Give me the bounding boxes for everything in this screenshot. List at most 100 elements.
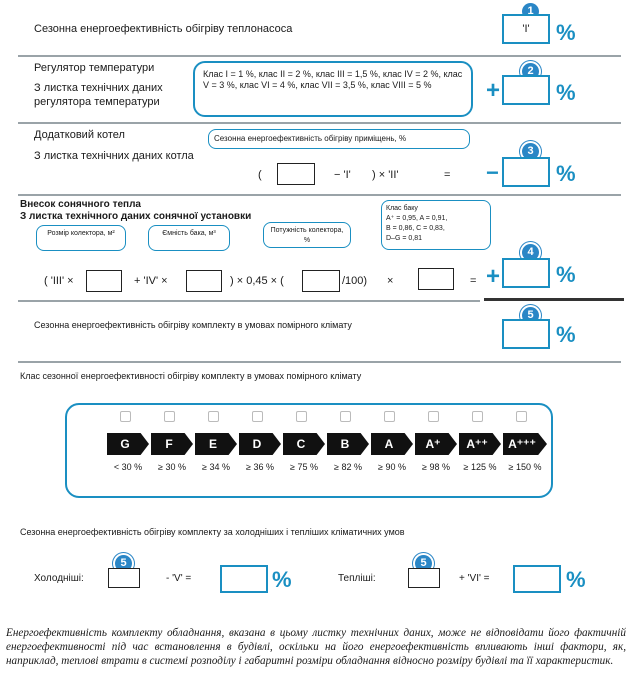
class-threshold-D: ≥ 36 % [246,462,274,472]
percent-sign: % [556,80,576,105]
class-arrow-E: E [195,433,237,455]
class-arrow-B: B [327,433,369,455]
plus-sign: + [486,263,501,290]
colder-label: Холодніші: [34,573,84,584]
class-arrow-G: G [107,433,149,455]
close-times-II: ) × 'II' [372,169,399,181]
separator [18,55,621,57]
class-arrow-D: D [239,433,281,455]
tank-class-title: Клас баку [386,205,418,212]
section2-title: Регулятор температури [34,62,155,74]
percent-sign: % [556,322,576,347]
class-threshold-G: < 30 % [113,462,143,472]
percent-sign: % [556,262,576,287]
class-arrow-A-plus-plus-plus: A⁺⁺⁺ [503,433,547,455]
class-threshold-F: ≥ 30 % [158,462,186,472]
class-arrow-A: A [371,433,413,455]
class-threshold-A-plus-plus: ≥ 125 % [463,462,497,472]
minus-V-equals: - 'V' = [166,573,192,584]
boiler-efficiency-bubble: Сезонна енергоефективність обігріву прим… [208,129,470,149]
formula-start: ( 'III' × [44,275,74,287]
tank-class-bubble: Клас баку A⁺ = 0,95, A = 0,91, B = 0,86,… [381,200,491,250]
warmer-label: Тепліші: [338,573,376,584]
class-checkbox-G[interactable] [120,411,131,422]
class-checkbox-B[interactable] [340,411,351,422]
class-checkbox-A-plus-plus-plus[interactable] [516,411,527,422]
formula-middle: ) × 0,45 × ( [230,275,284,287]
class-scale-title: Клас сезонної енергоефективності обігрів… [20,371,362,381]
collector-output-input[interactable] [302,270,340,292]
badge-5-icon: 5 [415,555,432,572]
class-checkbox-A-plus-plus[interactable] [472,411,483,422]
result-rule [484,298,624,301]
class-checkbox-F[interactable] [164,411,175,422]
formula-equals: = [470,275,477,287]
percent-sign: % [566,567,586,592]
badge-4-icon: 4 [522,244,539,261]
class-arrow-A-plus-plus: A⁺⁺ [459,433,501,455]
tank-class-input[interactable] [418,268,454,290]
class-checkbox-A[interactable] [384,411,395,422]
climate-title: Сезонна енергоефективність обігріву комп… [20,527,405,537]
section5-label: Сезонна енергоефективність обігріву комп… [34,320,352,330]
class-checkbox-A-plus[interactable] [428,411,439,422]
equals-sign: = [444,169,451,181]
badge-5-icon: 5 [115,555,132,572]
class-threshold-E: ≥ 34 % [202,462,230,472]
separator [18,300,480,302]
class-threshold-C: ≥ 75 % [290,462,318,472]
class-scale-frame: G F E D C B A A⁺ A⁺⁺ A⁺⁺⁺ < 30 % ≥ 30 % … [65,403,553,498]
percent-sign: % [556,161,576,186]
warmer-result-box[interactable] [513,565,561,593]
badge-3-icon: 3 [522,143,539,160]
class-arrow-C: C [283,433,325,455]
regulator-classes-bubble: Клас I = 1 %, клас II = 2 %, клас III = … [193,61,473,117]
colder-base-input[interactable] [108,568,140,588]
percent-sign: % [272,567,292,592]
formula-end: /100) [342,275,368,287]
class-checkbox-E[interactable] [208,411,219,422]
colder-result-box[interactable] [220,565,268,593]
formula-times: × [387,275,394,287]
tank-volume-input[interactable] [186,270,222,292]
warmer-base-input[interactable] [408,568,440,588]
separator [18,194,621,196]
package-efficiency-box[interactable] [502,319,550,349]
section1-label: Сезонна енергоефективність обігріву тепл… [34,23,293,35]
tank-volume-bubble: Ємність бака, м³ [148,225,230,251]
section3-title: Додатковий котел [34,129,125,141]
tank-class-line-2: B = 0,86, C = 0,83, [386,225,445,232]
section4-source: З листка технічного даних сонячної устан… [20,211,252,222]
separator [18,361,621,363]
class-threshold-A-plus: ≥ 98 % [422,462,450,472]
collector-size-input[interactable] [86,270,122,292]
formula-plus-IV: + 'IV' × [134,275,168,287]
class-arrow-A-plus: A⁺ [415,433,457,455]
tank-class-line-1: A⁺ = 0,95, A = 0,91, [386,215,448,222]
percent-sign: % [556,20,576,45]
open-paren: ( [258,169,262,181]
minus-I: − 'I' [334,169,351,181]
class-checkbox-D[interactable] [252,411,263,422]
class-arrow-F: F [151,433,193,455]
separator [18,122,621,124]
class-checkbox-C[interactable] [296,411,307,422]
section2-source: З листка технічних даних [34,82,163,94]
plus-sign: + [486,77,501,104]
class-threshold-B: ≥ 82 % [334,462,362,472]
section4-title: Внесок сонячного тепла [20,199,141,210]
box-value-I: 'I' [522,23,530,35]
section3-source: З листка технічних даних котла [34,150,194,162]
solar-box[interactable] [502,258,550,288]
footnote: Енергоефективність комплекту обладнання,… [6,627,626,667]
section2-source-2: регулятора температури [34,96,160,108]
boiler-box[interactable] [502,157,550,187]
tank-class-line-3: D–G = 0,81 [386,235,422,242]
regulator-box[interactable] [502,75,550,105]
class-threshold-A: ≥ 90 % [378,462,406,472]
plus-VI-equals: + 'VI' = [459,573,490,584]
heat-pump-efficiency-box[interactable]: 'I' [502,14,550,44]
minus-sign: − [486,160,499,185]
collector-output-bubble: Потужність колектора, % [263,222,351,248]
boiler-efficiency-input[interactable] [277,163,315,185]
